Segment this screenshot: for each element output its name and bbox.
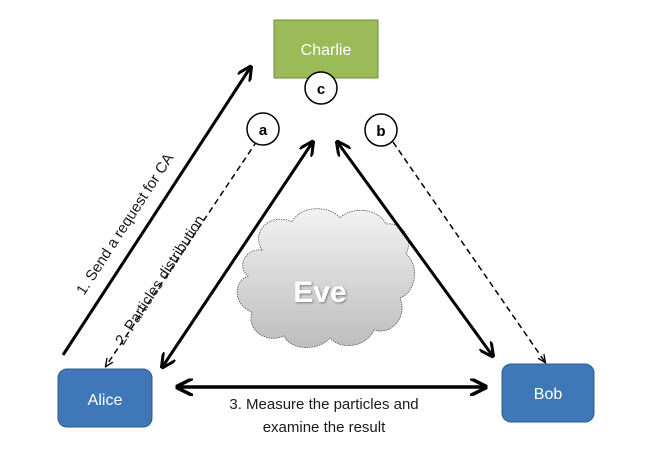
- marker-b-label: b: [376, 123, 385, 140]
- step1-arrow: [61, 68, 250, 356]
- step3-label-line1: 3. Measure the particles and: [229, 396, 418, 413]
- charlie-bob-double-arrow: [338, 143, 492, 355]
- alice-node[interactable]: Alice: [57, 368, 153, 428]
- charlie-label: Charlie: [301, 42, 352, 59]
- charlie-node[interactable]: Charlie: [273, 19, 379, 79]
- marker-a-label: a: [259, 122, 268, 139]
- step3-label-line2: examine the result: [263, 419, 386, 436]
- bob-label: Bob: [534, 386, 563, 403]
- marker-c-label: c: [317, 81, 325, 98]
- marker-a: a: [246, 112, 280, 146]
- eve-label: Eve: [293, 276, 346, 309]
- marker-b: b: [364, 113, 398, 147]
- b-to-bob-dashed-arrow: [392, 141, 545, 362]
- bob-node[interactable]: Bob: [501, 363, 595, 423]
- marker-c: c: [304, 71, 338, 105]
- alice-label: Alice: [88, 392, 123, 409]
- eve-cloud: Eve: [236, 208, 415, 348]
- alice-charlie-double-arrow: [163, 143, 312, 366]
